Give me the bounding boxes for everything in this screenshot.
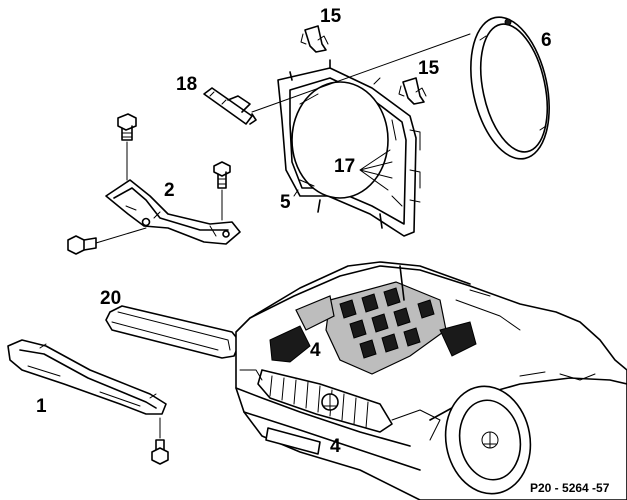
clip-part-15-lower (398, 77, 427, 105)
callout-20: 20 (100, 288, 121, 309)
callout-2: 2 (164, 180, 175, 201)
bolt-left-lower (67, 227, 147, 255)
callout-4-engine: 4 (310, 340, 321, 361)
bracket-part-2 (105, 179, 241, 245)
panel-part-20 (105, 305, 241, 359)
callout-1: 1 (36, 396, 47, 417)
callout-5: 5 (280, 192, 291, 213)
shroud-ring-part-6 (470, 16, 550, 160)
clip-part-15-upper (300, 25, 329, 53)
callout-18: 18 (176, 74, 197, 95)
leader-18-to-ring (251, 33, 471, 113)
skid-plate-part-1 (7, 339, 167, 415)
car-front-part-4 (235, 261, 627, 500)
callout-4-bumper: 4 (330, 436, 341, 457)
callout-15-top: 15 (320, 6, 342, 27)
bolt-upper-left (117, 113, 137, 181)
callout-17: 17 (334, 156, 355, 177)
drawing-reference: P20 - 5264 -57 (530, 481, 610, 495)
callout-15-right: 15 (418, 58, 440, 79)
callout-6: 6 (541, 30, 552, 51)
bolt-lower (151, 417, 169, 465)
connector-part-18 (203, 87, 257, 125)
fan-shroud-part-5 (277, 59, 421, 237)
leader-17 (359, 149, 393, 191)
bolt-right (213, 161, 231, 221)
